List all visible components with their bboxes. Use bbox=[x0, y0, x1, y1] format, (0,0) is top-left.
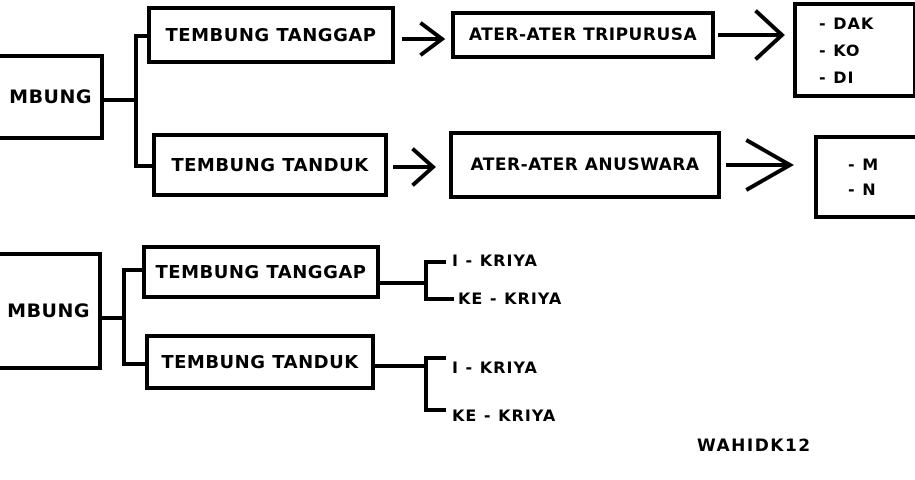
top-item-n: - N bbox=[848, 180, 877, 199]
top-anuswara-label: ATER-ATER ANUSWARA bbox=[470, 155, 700, 175]
bottom-tanggap-box: TEMBUNG TANGGAP bbox=[142, 245, 380, 299]
top-root-label: MBUNG bbox=[9, 86, 92, 108]
top-tanggap-label: TEMBUNG TANGGAP bbox=[165, 24, 377, 46]
signature: WAHIDK12 bbox=[697, 436, 812, 456]
top-item-di: - DI bbox=[819, 67, 855, 87]
bottom-tanduk-box: TEMBUNG TANDUK bbox=[145, 334, 375, 390]
bottom-tanggap-leaf-1: I - KRIYA bbox=[452, 251, 538, 270]
bottom-tanduk-leaf-1: I - KRIYA bbox=[452, 358, 538, 377]
bottom-root-label: MBUNG bbox=[7, 300, 90, 322]
top-anuswara-box: ATER-ATER ANUSWARA bbox=[449, 131, 721, 199]
top-tripurusa-items-box: - DAK - KO - DI bbox=[793, 2, 915, 98]
bottom-root-box: MBUNG bbox=[0, 252, 102, 370]
top-tanduk-box: TEMBUNG TANDUK bbox=[152, 133, 388, 197]
top-tripurusa-label: ATER-ATER TRIPURUSA bbox=[468, 25, 698, 45]
top-tanduk-label: TEMBUNG TANDUK bbox=[171, 154, 369, 176]
bottom-tanggap-label: TEMBUNG TANGGAP bbox=[155, 261, 367, 283]
bottom-tanduk-leaf-2: KE - KRIYA bbox=[452, 406, 557, 425]
bottom-tanduk-label: TEMBUNG TANDUK bbox=[161, 351, 359, 373]
top-item-m: - M bbox=[848, 155, 880, 174]
bottom-tanggap-leaf-2: KE - KRIYA bbox=[458, 289, 563, 308]
top-item-ko: - KO bbox=[819, 40, 861, 60]
top-tanggap-box: TEMBUNG TANGGAP bbox=[147, 6, 395, 64]
top-anuswara-items-box: - M - N bbox=[814, 135, 915, 219]
top-tripurusa-box: ATER-ATER TRIPURUSA bbox=[451, 11, 715, 59]
top-root-box: MBUNG bbox=[0, 54, 104, 140]
top-item-dak: - DAK bbox=[819, 13, 875, 33]
